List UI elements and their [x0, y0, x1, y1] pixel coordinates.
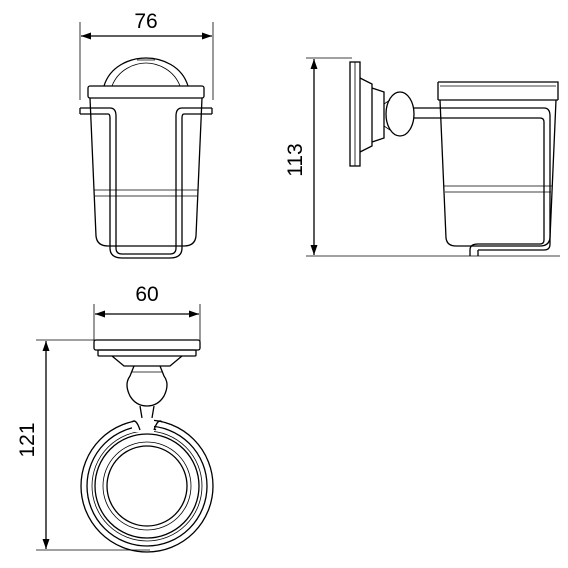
dim-front-width-label: 76	[134, 10, 157, 33]
front-glass-rim	[87, 85, 205, 99]
top-view: 60 121	[16, 283, 214, 553]
dimension-side-height: 113	[284, 57, 560, 257]
front-cap-dome	[103, 57, 189, 87]
side-glass-body	[439, 99, 557, 247]
top-inner-ring	[106, 445, 188, 527]
dimension-top-depth: 121	[16, 339, 150, 551]
top-wall-plate	[93, 339, 201, 351]
side-arm	[414, 107, 436, 119]
dimension-front-width: 76	[79, 10, 214, 100]
front-wire-left	[80, 107, 123, 255]
front-wire-right	[169, 107, 212, 255]
side-view: 113	[284, 57, 560, 257]
dim-top-width-label: 60	[135, 283, 158, 306]
top-knob	[126, 365, 168, 407]
top-outer-ring	[80, 419, 214, 553]
side-wire-frame	[436, 107, 551, 251]
dimension-top-width: 60	[93, 283, 201, 344]
dim-side-height-label: 113	[284, 143, 307, 176]
dim-top-depth-label: 121	[16, 422, 39, 457]
front-view: 76	[79, 10, 214, 259]
side-knob	[385, 91, 415, 137]
front-glass-body	[89, 97, 203, 247]
side-glass-top	[437, 81, 559, 100]
